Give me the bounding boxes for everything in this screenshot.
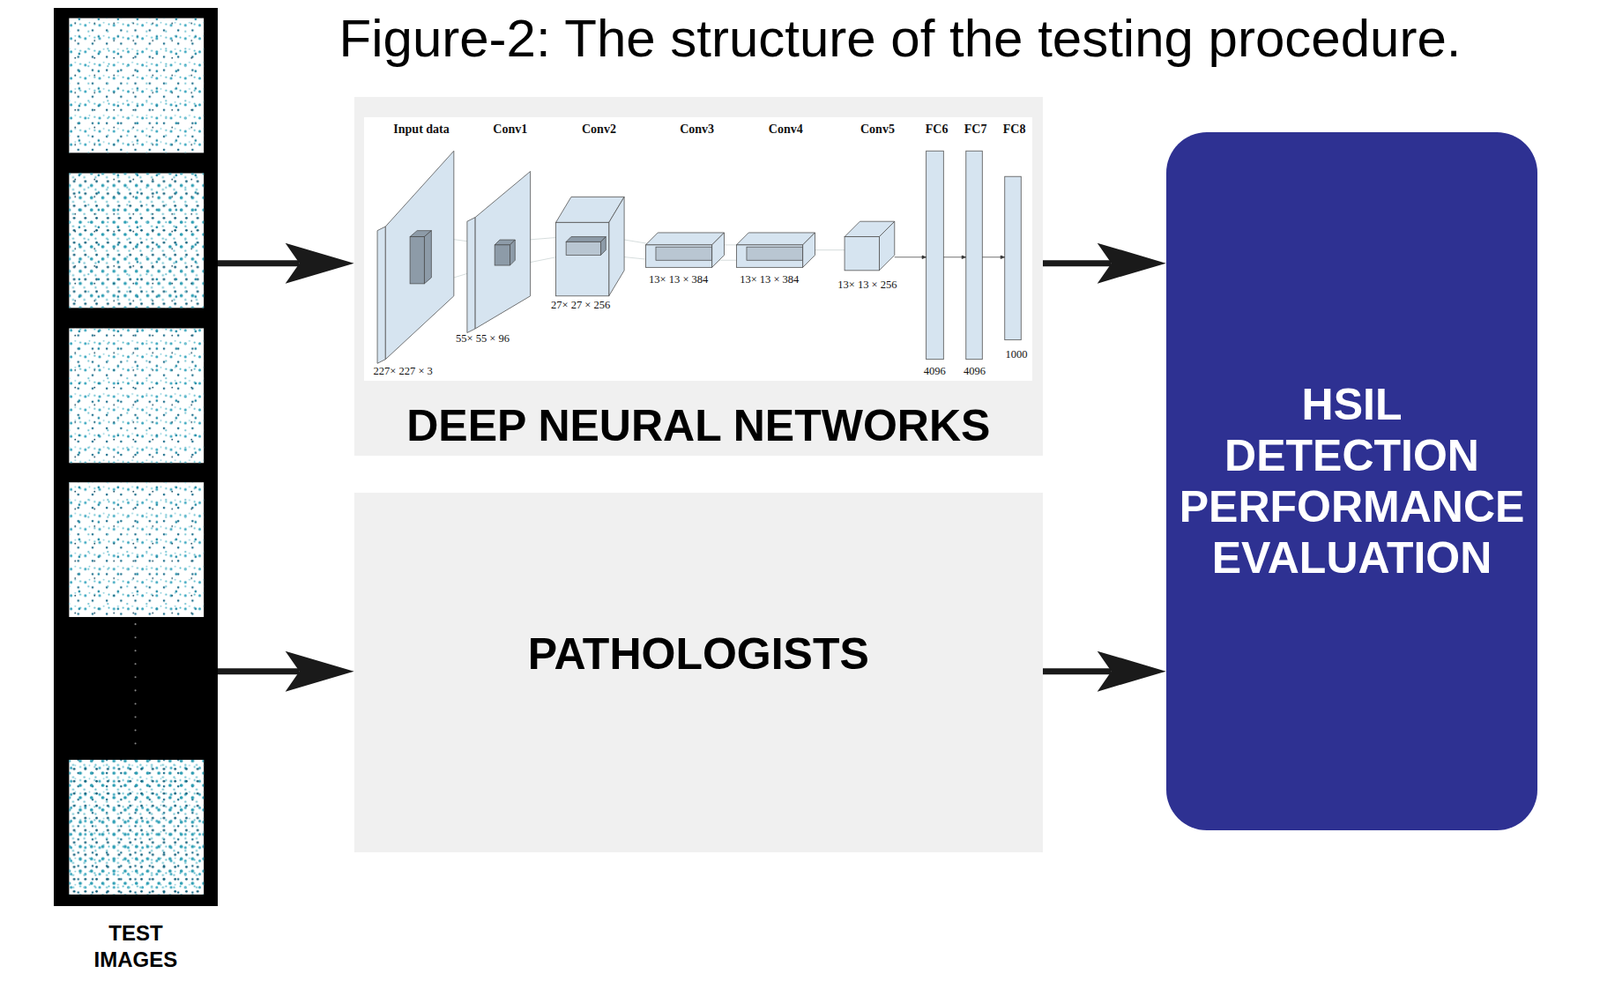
layer-dimension: 55× 55 × 96 xyxy=(455,332,510,345)
arrow-shaft xyxy=(1042,668,1112,675)
thumbnail xyxy=(69,328,205,464)
evaluation-box: HSIL DETECTION PERFORMANCE EVALUATION xyxy=(1166,132,1539,831)
test-image-thumbnails xyxy=(53,7,217,907)
layer-name: Conv5 xyxy=(860,122,895,137)
box-heading: HSIL DETECTION PERFORMANCE EVALUATION xyxy=(1179,379,1526,584)
layer-name: Conv1 xyxy=(492,122,528,137)
arrow-head xyxy=(1097,651,1167,693)
network-box: DEEP NEURAL NETWORKS Input data Conv1 Conv2… xyxy=(354,96,1043,456)
layer-name: Input data xyxy=(393,122,449,137)
layer-name: FC8 xyxy=(1003,122,1027,137)
layer-dimension: 4096 xyxy=(923,364,946,378)
layer-dimension: 13× 13 × 384 xyxy=(739,273,799,286)
thumbnail xyxy=(69,173,205,309)
flow-arrow xyxy=(1042,651,1167,693)
arrow-shaft xyxy=(1042,260,1112,267)
layer-dimension: 4096 xyxy=(963,364,986,378)
flow-arrow xyxy=(1042,243,1167,284)
layer-blocks xyxy=(377,150,1021,364)
layer-name: Conv3 xyxy=(679,122,715,137)
box-heading: DEEP NEURAL NETWORKS xyxy=(406,399,990,453)
arrow-head xyxy=(285,651,355,693)
thumbnail xyxy=(69,18,205,154)
layer-name: Conv2 xyxy=(581,122,617,137)
layer-name: Conv4 xyxy=(768,122,804,137)
strip-caption: TEST IMAGES xyxy=(94,920,179,974)
thumbnail xyxy=(69,759,205,895)
layer-dimension: 227× 227 × 3 xyxy=(373,364,433,378)
layer-dimension: 1000 xyxy=(1004,348,1027,361)
figure-title: Figure-2: The structure of the testing p… xyxy=(339,7,1462,70)
test-image-strip: TEST IMAGES xyxy=(53,7,217,907)
ellipsis-dots xyxy=(134,623,137,745)
layer-dimension: 13× 13 × 256 xyxy=(837,278,897,291)
layer-name: FC7 xyxy=(964,122,988,137)
arrow-head xyxy=(285,243,355,284)
layer-dimension: 13× 13 × 384 xyxy=(648,273,708,286)
pathologist-box: PATHOLOGISTS xyxy=(354,492,1043,852)
arrow-head xyxy=(1097,243,1167,284)
flow-arrow xyxy=(217,651,355,693)
layer-dimension: 27× 27 × 256 xyxy=(550,298,611,312)
arrow-shaft xyxy=(217,668,300,675)
arrow-shaft xyxy=(217,260,300,267)
layer-name: FC6 xyxy=(925,122,949,137)
fc-arrows xyxy=(894,255,1005,259)
flow-arrow xyxy=(217,243,355,284)
box-heading: PATHOLOGISTS xyxy=(528,627,870,681)
thumbnail xyxy=(69,482,205,618)
